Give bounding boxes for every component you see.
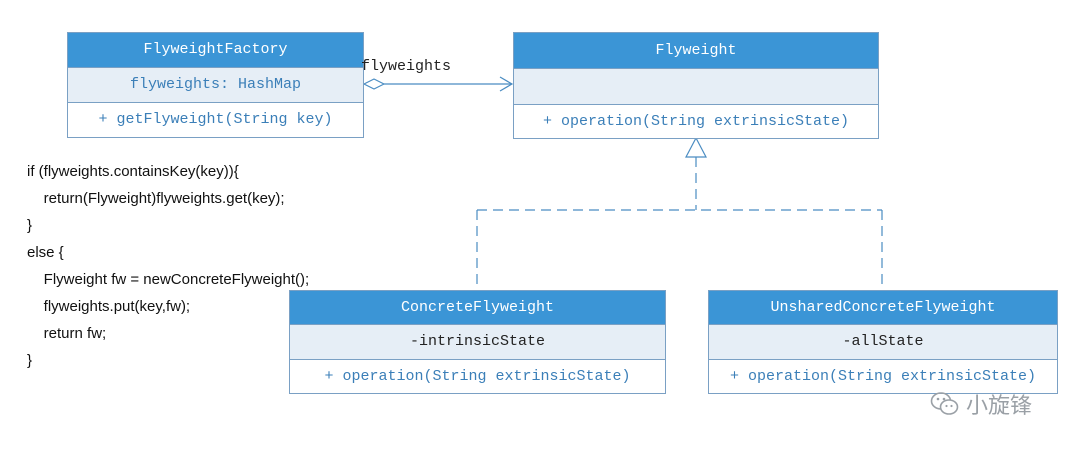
class-attribute: flyweights: HashMap	[68, 68, 363, 103]
watermark-text: 小旋锋	[966, 393, 1033, 418]
code-line: }	[27, 217, 33, 234]
class-flyweight: Flyweight + operation(String extrinsicSt…	[513, 32, 879, 139]
class-name: ConcreteFlyweight	[290, 291, 665, 325]
wechat-icon	[930, 392, 959, 415]
aggregation-diamond	[362, 78, 386, 90]
code-line: flyweights.put(key,fw);	[27, 298, 191, 315]
code-line: return(Flyweight)flyweights.get(key);	[27, 190, 285, 207]
class-attribute	[514, 69, 878, 105]
code-line: if (flyweights.containsKey(key)){	[27, 163, 239, 180]
class-name: Flyweight	[514, 33, 878, 69]
association-label: flyweights	[361, 58, 452, 75]
code-line: Flyweight fw = newConcreteFlyweight();	[27, 271, 310, 288]
code-line: }	[27, 352, 33, 369]
class-unshared-concrete-flyweight: UnsharedConcreteFlyweight -allState + op…	[708, 290, 1058, 394]
class-name: UnsharedConcreteFlyweight	[709, 291, 1057, 325]
association-arrowhead	[499, 76, 514, 92]
realization-triangle	[685, 136, 707, 158]
class-operation: + operation(String extrinsicState)	[290, 360, 665, 393]
watermark: 小旋锋	[930, 388, 1032, 420]
class-name: FlyweightFactory	[68, 33, 363, 68]
class-operation: + getFlyweight(String key)	[68, 103, 363, 137]
code-line: else {	[27, 244, 64, 261]
code-line: return fw;	[27, 325, 107, 342]
code-snippet: if (flyweights.containsKey(key)){ return…	[27, 158, 309, 374]
class-concrete-flyweight: ConcreteFlyweight -intrinsicState + oper…	[289, 290, 666, 394]
class-operation: + operation(String extrinsicState)	[514, 105, 878, 138]
class-flyweight-factory: FlyweightFactory flyweights: HashMap + g…	[67, 32, 364, 138]
class-operation: + operation(String extrinsicState)	[709, 360, 1057, 393]
class-attribute: -intrinsicState	[290, 325, 665, 360]
class-attribute: -allState	[709, 325, 1057, 360]
